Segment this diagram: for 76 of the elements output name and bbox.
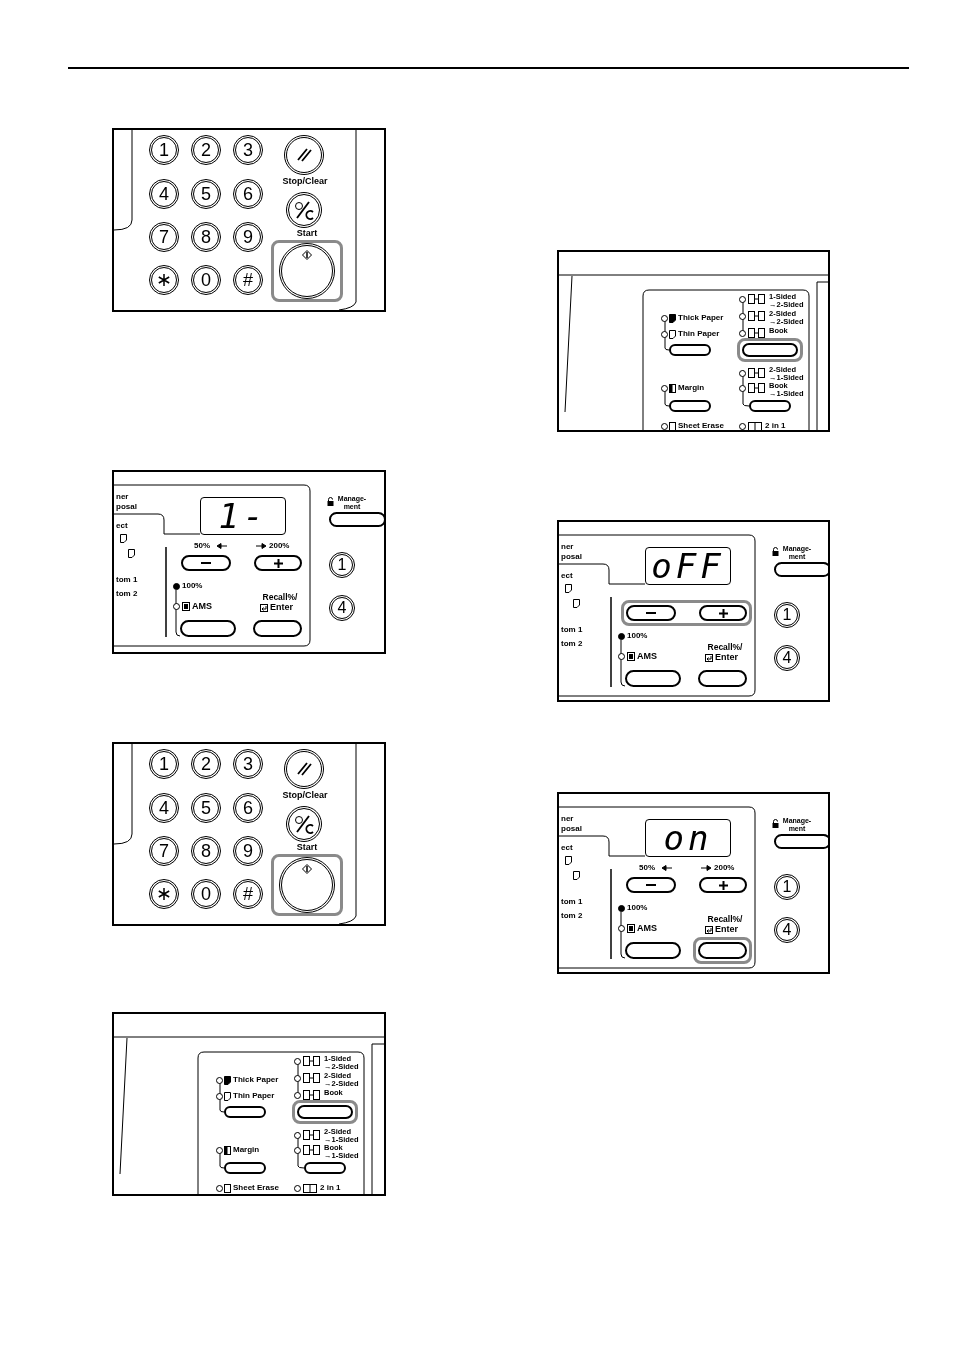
number-key: 4 <box>149 179 179 209</box>
number-key: # <box>233 879 263 909</box>
button-label: Thin Paper <box>678 330 720 338</box>
number-key: 4 <box>774 645 800 671</box>
indicator-label: 100% <box>182 582 203 590</box>
button-label: 2 in 1 <box>765 422 786 430</box>
panel-label: tom 2 <box>116 590 138 598</box>
lcd-display: on <box>645 819 731 857</box>
indicator-label: 100% <box>627 904 648 912</box>
button-label: Stop/Clear <box>281 791 329 800</box>
number-key: 1 <box>774 602 800 628</box>
button-label: Recall%/ <box>261 593 299 602</box>
number-key: # <box>233 265 263 295</box>
button-label: Start <box>295 843 319 852</box>
panel-label: tom 2 <box>561 640 583 648</box>
panel-label: tom 1 <box>561 898 583 906</box>
number-key: 1 <box>149 135 179 165</box>
number-key: 1 <box>329 552 355 578</box>
button-label: AMS <box>192 602 212 611</box>
number-key: 3 <box>233 749 263 779</box>
button-label: Enter <box>715 653 738 662</box>
button-label: Thick Paper <box>233 1076 279 1084</box>
lcd-display: oFF <box>645 547 731 585</box>
panel-label: posal <box>116 503 137 511</box>
number-key: 1 <box>774 874 800 900</box>
number-key: 9 <box>233 222 263 252</box>
panel-label: posal <box>561 825 582 833</box>
number-key: 8 <box>191 222 221 252</box>
panel-label: ner <box>561 543 574 551</box>
number-key: 4 <box>774 917 800 943</box>
number-key: 7 <box>149 836 179 866</box>
lcd-display: 1- <box>200 497 286 535</box>
number-key: 6 <box>233 793 263 823</box>
button-label: Enter <box>270 603 293 612</box>
number-key: 2 <box>191 135 221 165</box>
button-label: Stop/Clear <box>281 177 329 186</box>
panel-label: tom 1 <box>561 626 583 634</box>
button-label: Recall%/ <box>706 915 744 924</box>
number-key: 5 <box>191 793 221 823</box>
number-key: 4 <box>329 595 355 621</box>
number-key: 0 <box>191 879 221 909</box>
panel-label: ner <box>561 815 574 823</box>
panel-label: posal <box>561 553 582 561</box>
number-key: 0 <box>191 265 221 295</box>
button-label: 200% <box>714 864 735 872</box>
number-key: 9 <box>233 836 263 866</box>
number-key: 7 <box>149 222 179 252</box>
button-label: 50% <box>639 864 655 872</box>
number-key: 6 <box>233 179 263 209</box>
number-key: 5 <box>191 179 221 209</box>
button-label: 50% <box>194 542 210 550</box>
button-label: Margin <box>678 384 705 392</box>
button-label: Start <box>295 229 319 238</box>
button-label: Thick Paper <box>678 314 724 322</box>
indicator-label: 100% <box>627 632 648 640</box>
button-label: Thin Paper <box>233 1092 275 1100</box>
button-label: AMS <box>637 652 657 661</box>
button-label: 2 in 1 <box>320 1184 341 1192</box>
button-label: Recall%/ <box>706 643 744 652</box>
button-label: Sheet Erase <box>233 1184 279 1192</box>
panel-label: ner <box>116 493 129 501</box>
number-key: 2 <box>191 749 221 779</box>
button-label: AMS <box>637 924 657 933</box>
panel-label: tom 2 <box>561 912 583 920</box>
number-key: 4 <box>149 793 179 823</box>
button-label: Margin <box>233 1146 260 1154</box>
number-key: 8 <box>191 836 221 866</box>
button-label: 200% <box>269 542 290 550</box>
number-key: 1 <box>149 749 179 779</box>
panel-label: ect <box>561 844 573 852</box>
panel-label: ect <box>116 522 128 530</box>
panel-label: ect <box>561 572 573 580</box>
number-key: 3 <box>233 135 263 165</box>
button-label: Sheet Erase <box>678 422 724 430</box>
button-label: Enter <box>715 925 738 934</box>
panel-label: tom 1 <box>116 576 138 584</box>
